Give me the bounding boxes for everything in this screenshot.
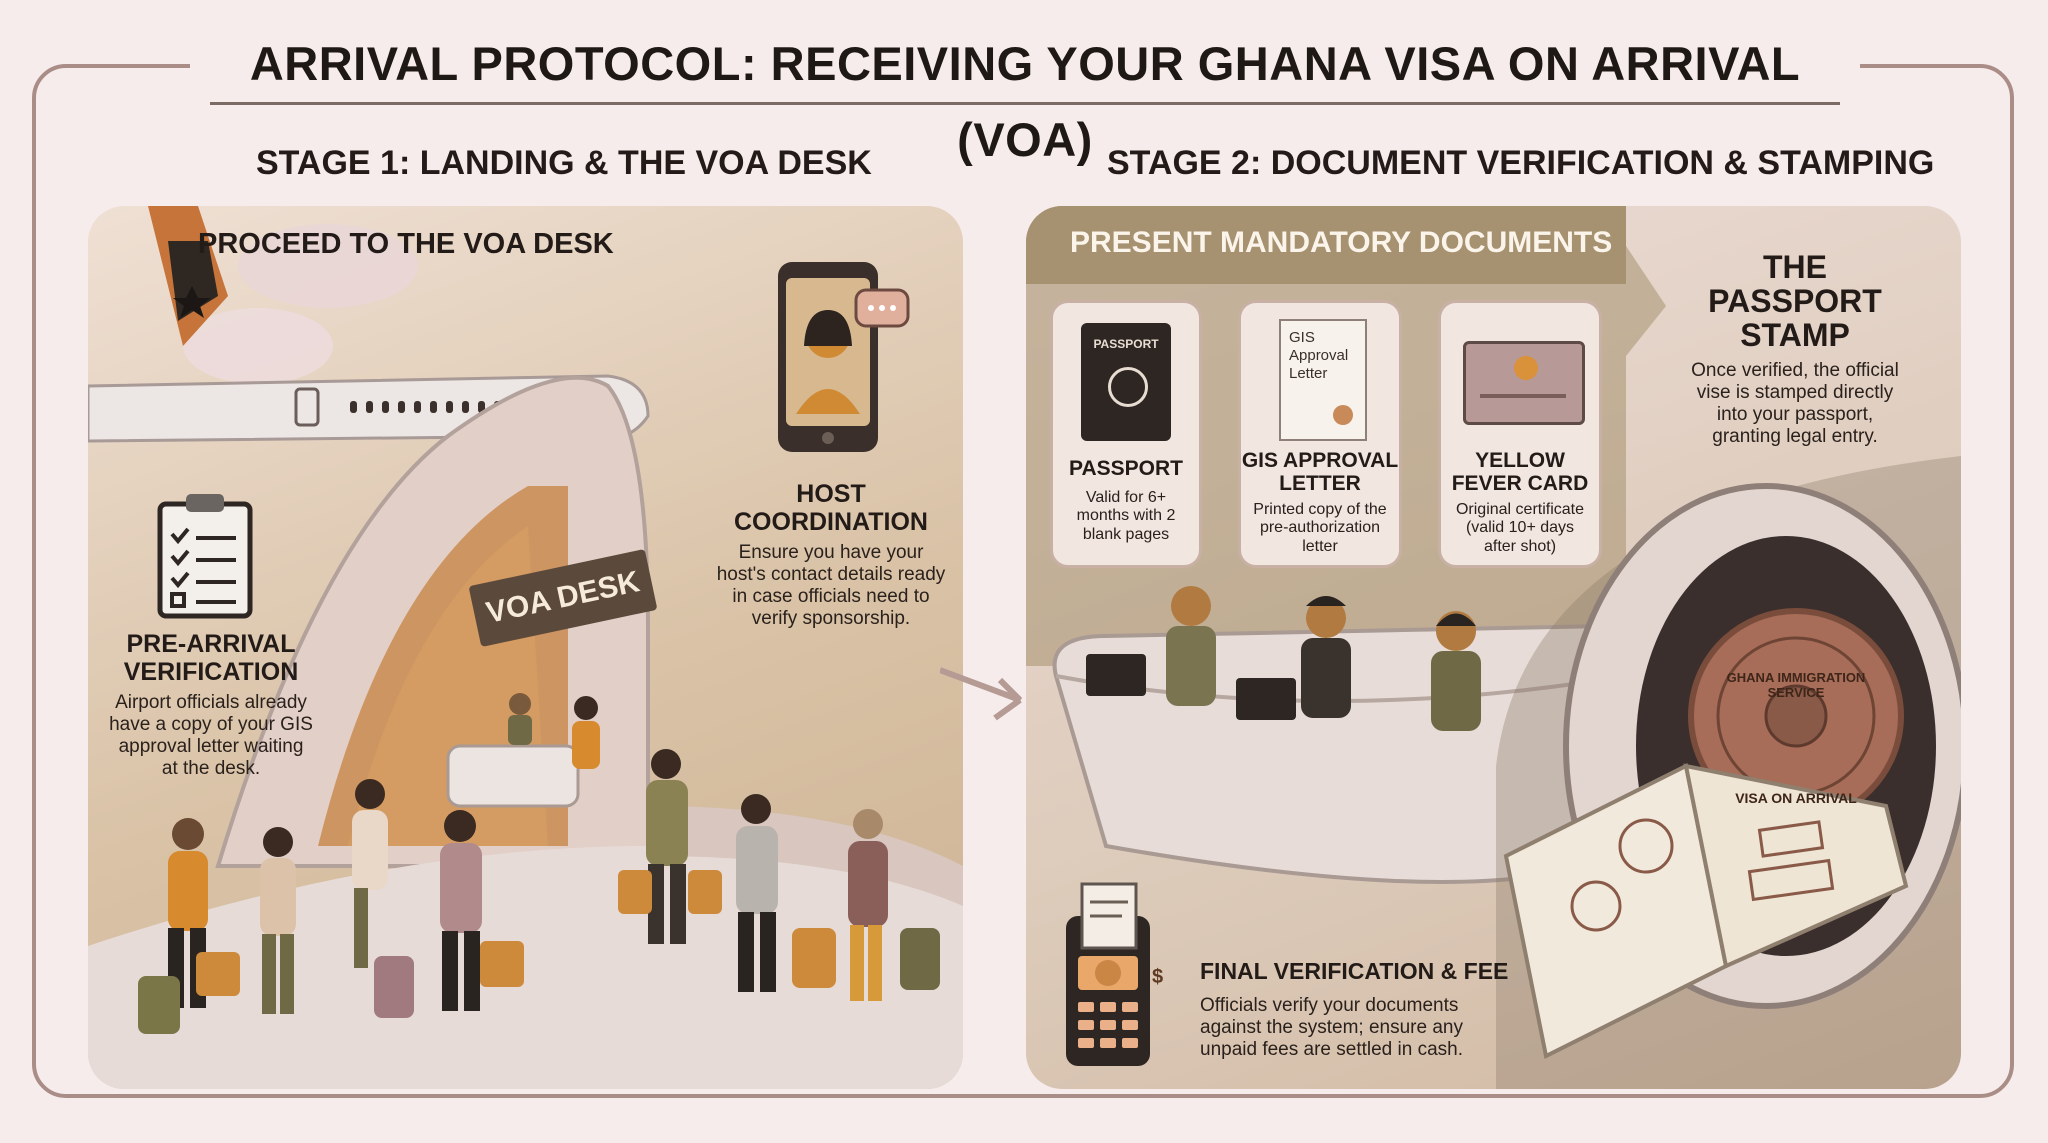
stamp-heading-1: THE <box>1763 249 1827 285</box>
pre-arrival-block: PRE-ARRIVAL VERIFICATION Airport officia… <box>98 630 324 779</box>
yellow-fever-details: Original certificate (valid 10+ days aft… <box>1441 501 1599 556</box>
gis-icon-line-2: Approval <box>1289 347 1349 364</box>
fee-block: FINAL VERIFICATION & FEE Officials verif… <box>1200 958 1620 1061</box>
stage1-title: STAGE 1: LANDING & THE VOA DESK <box>256 144 872 182</box>
card-line <box>1480 394 1566 398</box>
stamp-text-2: vise is stamped directly <box>1696 381 1894 403</box>
pre-arrival-heading-2: VERIFICATION <box>123 658 299 686</box>
host-heading-1: HOST <box>796 480 866 508</box>
gis-heading-2: LETTER <box>1279 472 1361 495</box>
pre-arrival-text-2: have a copy of your GIS <box>109 713 313 735</box>
gis-icon-line-3: Letter <box>1289 365 1328 382</box>
gis-heading-1: GIS APPROVAL <box>1241 449 1399 472</box>
seal-top-text: GHANA IMMIGRATION SERVICE <box>1726 670 1866 700</box>
host-text-2: host's contact details ready <box>716 563 946 585</box>
gis-letter-details: Printed copy of the pre-authorization le… <box>1241 501 1399 556</box>
officers-group <box>1086 586 1481 731</box>
yellow-fever-text-3: after shot) <box>1483 537 1557 555</box>
stage1-panel: PROCEED TO THE VOA DESK <box>88 206 963 1089</box>
documents-heading: PRESENT MANDATORY DOCUMENTS <box>1070 226 1613 259</box>
title-underline <box>210 102 1840 105</box>
host-text-3: in case officials need to <box>732 585 930 607</box>
seal-bottom-text: VISA ON ARRIVAL <box>1735 790 1857 806</box>
passport-heading: PASSPORT <box>1069 457 1183 480</box>
gis-letter-card: GIS Approval Letter GIS APPROVAL LETTER … <box>1238 300 1402 568</box>
globe-icon <box>1108 367 1148 407</box>
gis-letter-icon: GIS Approval Letter <box>1279 319 1367 441</box>
stamp-text-4: granting legal entry. <box>1712 425 1878 447</box>
payment-terminal-icon <box>1066 882 1150 1066</box>
stamp-heading-3: STAMP <box>1740 317 1850 353</box>
pre-arrival-text-4: at the desk. <box>161 757 261 779</box>
page-title: ARRIVAL PROTOCOL: RECEIVING YOUR GHANA V… <box>190 26 1860 166</box>
stamp-text-3: into your passport, <box>1716 403 1874 425</box>
gis-letter-heading: GIS APPROVAL LETTER <box>1241 449 1399 495</box>
smartphone-contact-icon <box>778 262 910 452</box>
stamp-heading-2: PASSPORT <box>1708 283 1882 319</box>
fee-text-1: Officials verify your documents <box>1200 995 1459 1016</box>
yellow-fever-heading-1: YELLOW <box>1475 449 1565 472</box>
fee-text-3: unpaid fees are settled in cash. <box>1200 1038 1464 1060</box>
yellow-fever-heading-2: FEVER CARD <box>1451 472 1589 495</box>
stage2-title: STAGE 2: DOCUMENT VERIFICATION & STAMPIN… <box>1107 144 1935 182</box>
fee-text-2: against the system; ensure any <box>1200 1016 1463 1038</box>
pre-arrival-text-3: approval letter waiting <box>118 735 304 757</box>
host-block: HOST COORDINATION Ensure you have your h… <box>706 480 956 629</box>
documents-banner <box>1026 206 1626 284</box>
passport-icon: PASSPORT <box>1081 323 1171 441</box>
flow-arrow-icon <box>940 667 1023 721</box>
passport-details: Valid for 6+ months with 2 blank pages <box>1053 489 1199 544</box>
vaccination-card-icon <box>1463 341 1585 425</box>
fee-heading: FINAL VERIFICATION & FEE <box>1200 958 1509 984</box>
host-heading-2: COORDINATION <box>734 508 928 536</box>
gis-text-1: Printed copy of the <box>1253 501 1387 518</box>
passport-text-2: months with 2 <box>1076 507 1176 525</box>
yellow-fever-text-1: Original certificate <box>1455 501 1585 518</box>
seal-ribbon-icon <box>1333 405 1353 425</box>
host-text-1: Ensure you have your <box>738 542 924 563</box>
host-text-4: verify sponsorship. <box>751 607 911 629</box>
passport-card: PASSPORT PASSPORT Valid for 6+ months wi… <box>1050 300 1202 568</box>
travelers-group <box>138 749 940 1034</box>
medical-cross-icon <box>1514 356 1538 380</box>
gis-text-3: letter <box>1302 537 1338 555</box>
stamp-text-1: Once verified, the official <box>1691 360 1899 381</box>
gis-text-2: pre-authorization <box>1259 519 1381 537</box>
yellow-fever-card: YELLOW FEVER CARD Original certificate (… <box>1438 300 1602 568</box>
passport-icon-label: PASSPORT <box>1093 337 1159 351</box>
proceed-heading: PROCEED TO THE VOA DESK <box>198 228 614 260</box>
gis-icon-line-1: GIS <box>1289 329 1315 346</box>
pre-arrival-text-1: Airport officials already <box>115 692 307 713</box>
stamp-block: THE PASSPORT STAMP Once verified, the of… <box>1678 250 1912 447</box>
passport-text-1: Valid for 6+ <box>1085 489 1167 506</box>
checklist-clipboard-icon <box>157 494 253 619</box>
yellow-fever-heading: YELLOW FEVER CARD <box>1441 449 1599 495</box>
dollar-symbol: $ <box>1152 966 1164 988</box>
stage1-illustration <box>88 206 963 1089</box>
pre-arrival-heading-1: PRE-ARRIVAL <box>126 630 296 658</box>
passport-text-3: blank pages <box>1082 525 1170 543</box>
open-passport-icon <box>1503 763 1909 1059</box>
gis-letter-icon-text: GIS Approval Letter <box>1289 329 1348 383</box>
yellow-fever-text-2: (valid 10+ days <box>1465 519 1575 537</box>
